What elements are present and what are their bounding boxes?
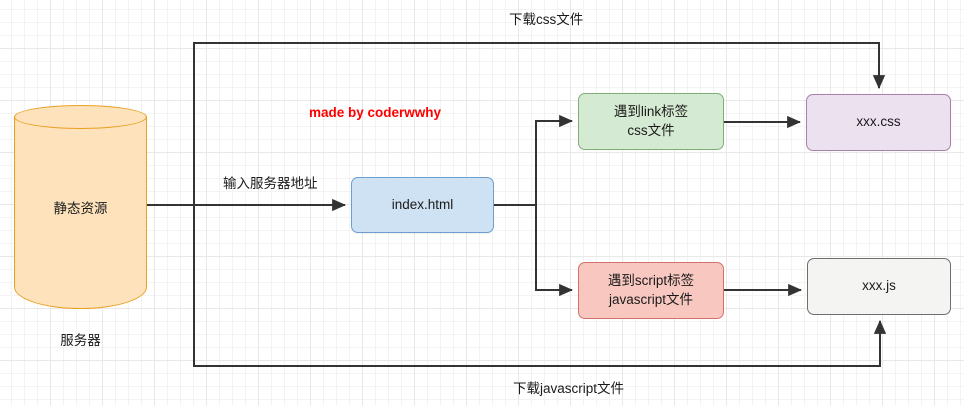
cylinder-top-ellipse (14, 105, 147, 129)
edge-index-to-script (535, 205, 574, 297)
node-css-file[interactable]: xxx.css (806, 94, 951, 151)
node-script-tag[interactable]: 遇到script标签 javascript文件 (578, 262, 724, 319)
watermark-made-by: made by coderwwhy (309, 105, 442, 120)
node-js-file-label: xxx.js (862, 278, 896, 294)
server-caption: 服务器 (60, 333, 101, 348)
node-link-tag-label: 遇到link标签 css文件 (613, 104, 689, 138)
node-css-file-label: xxx.css (856, 114, 901, 130)
edge-label-enter-server-address: 输入服务器地址 (223, 176, 318, 191)
node-static-resource-cylinder[interactable]: 静态资源 (14, 105, 147, 320)
node-static-resource-label: 静态资源 (53, 201, 108, 216)
node-index-html[interactable]: index.html (351, 177, 494, 233)
node-index-html-label: index.html (391, 196, 454, 212)
node-link-tag[interactable]: 遇到link标签 css文件 (578, 93, 724, 150)
cylinder-body (14, 116, 147, 309)
node-js-file[interactable]: xxx.js (807, 258, 951, 315)
edge-download-js (193, 205, 887, 367)
edge-index-to-link (535, 114, 574, 205)
edge-label-download-css: 下载css文件 (509, 12, 584, 27)
node-script-tag-label: 遇到script标签 javascript文件 (607, 273, 695, 307)
edge-label-download-javascript: 下载javascript文件 (513, 381, 625, 396)
